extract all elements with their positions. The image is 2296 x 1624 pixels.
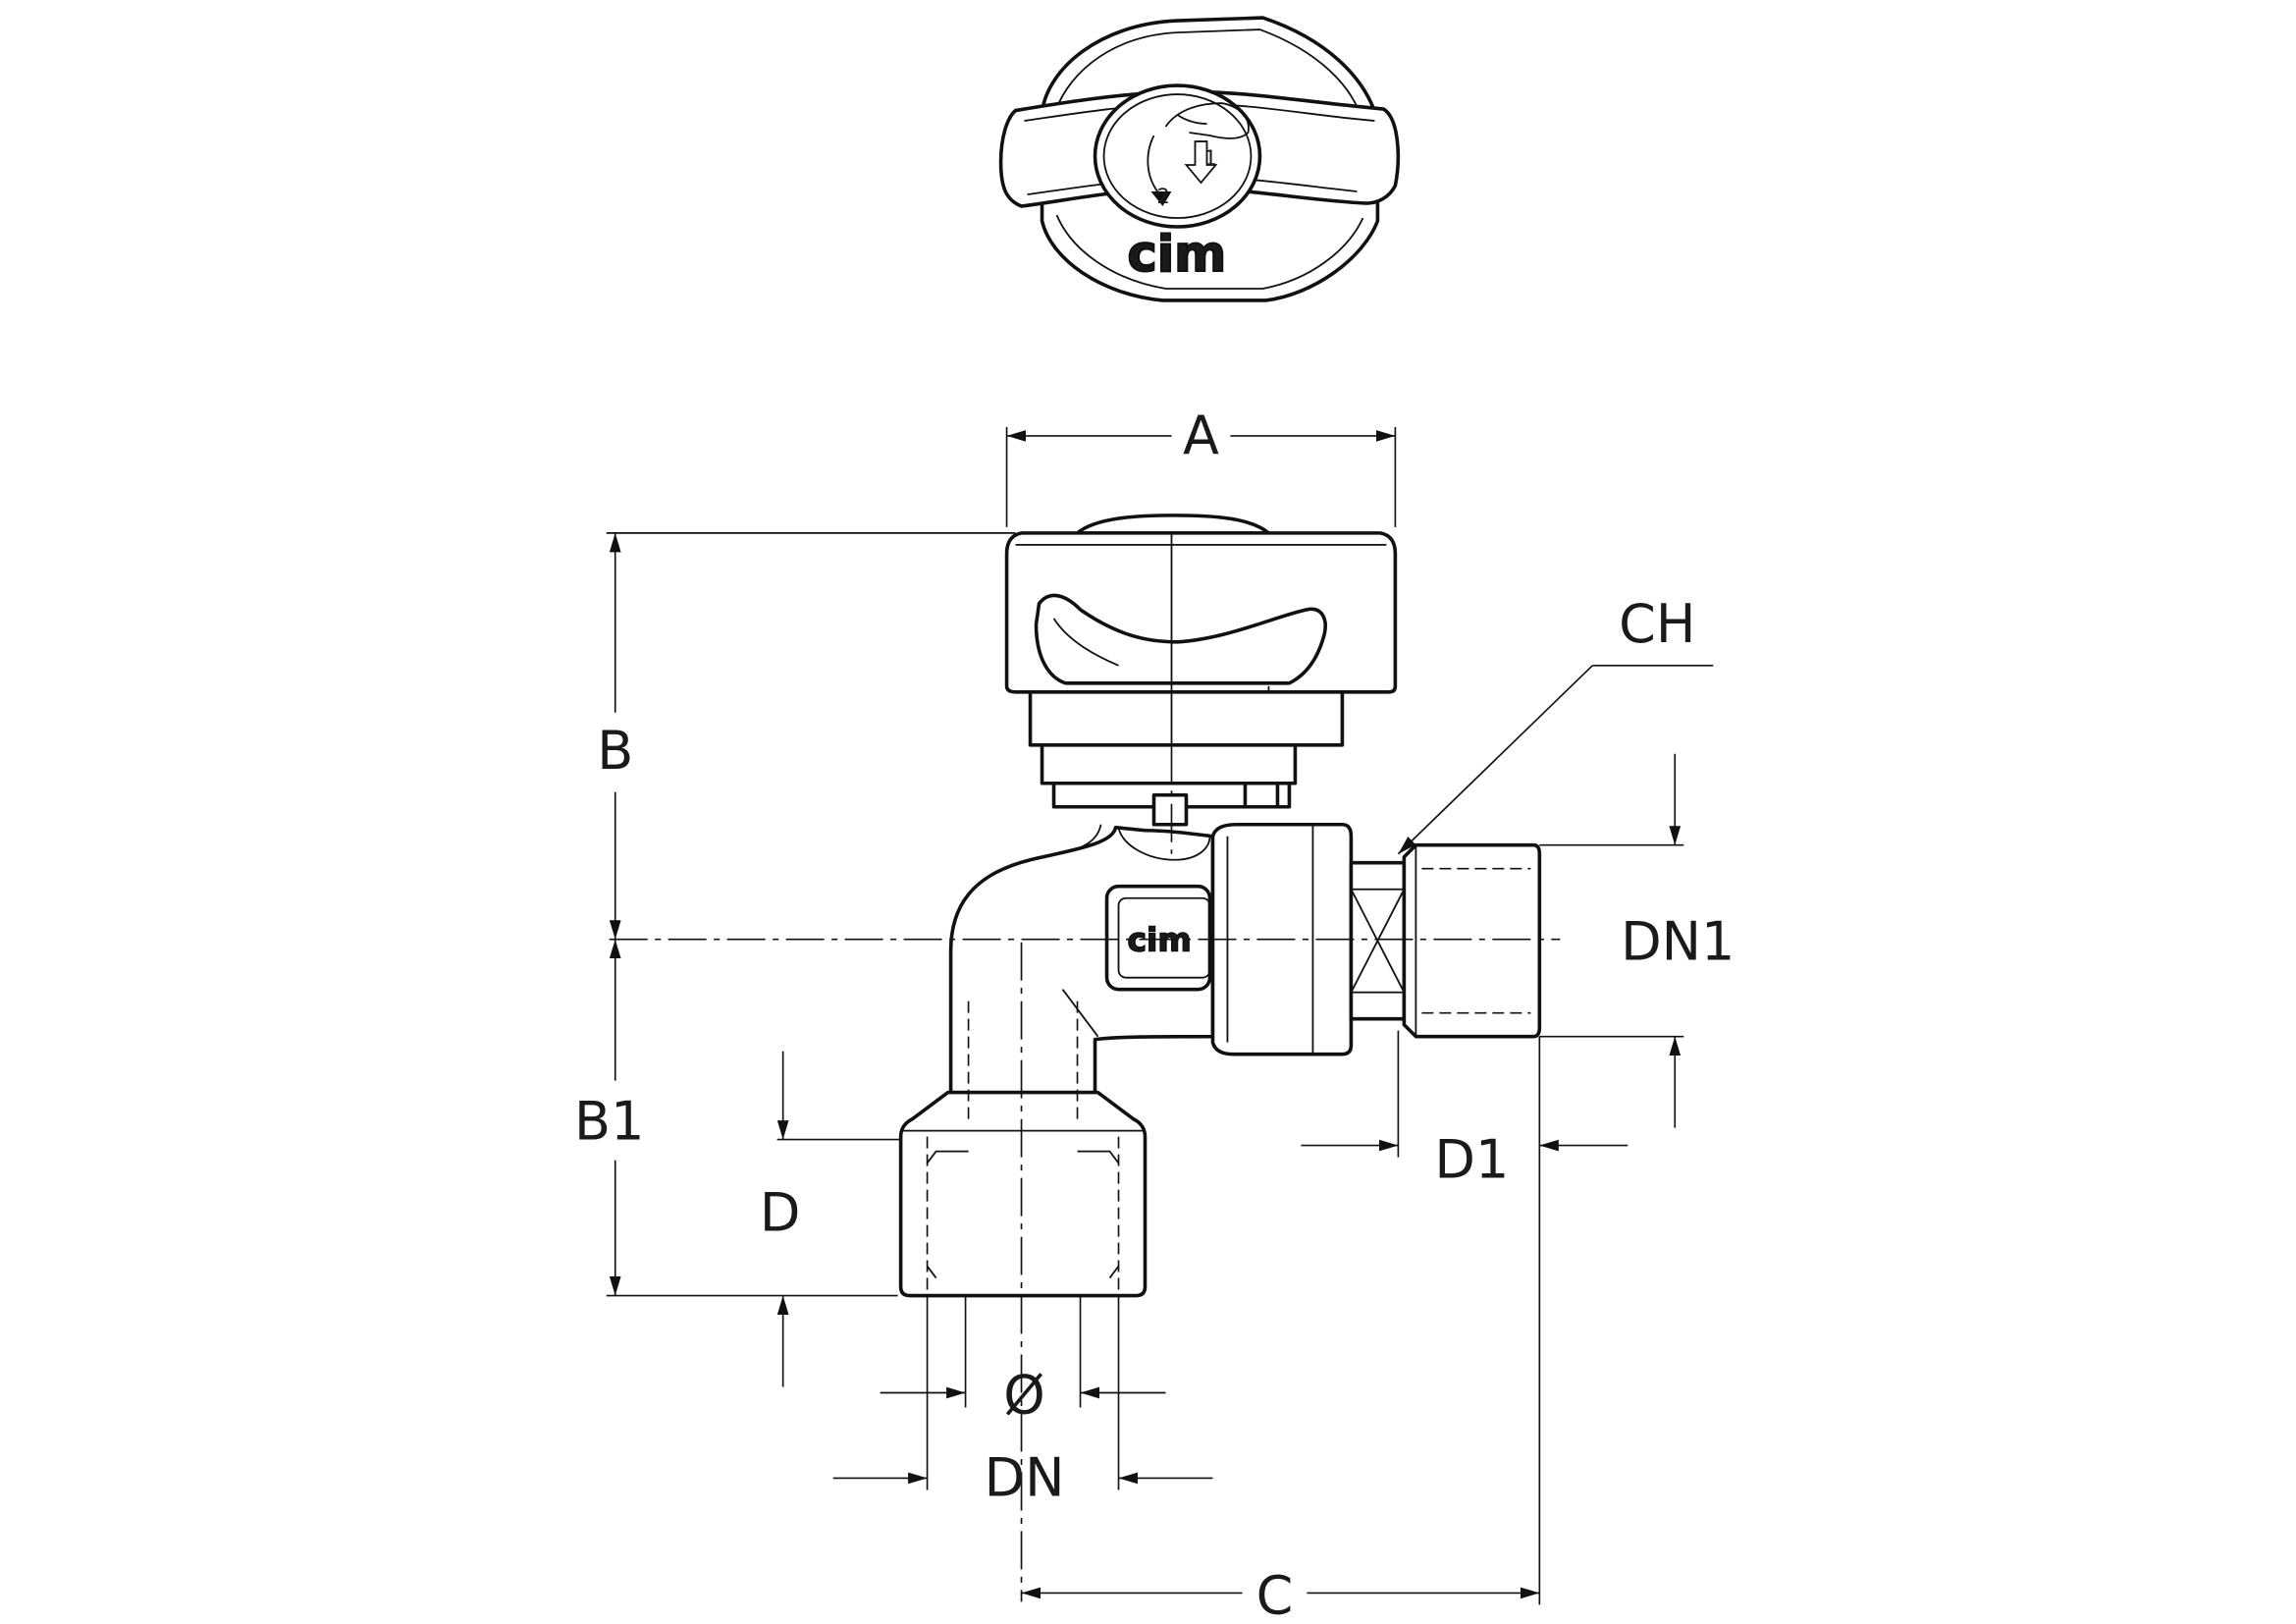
handle-head	[1004, 531, 1398, 694]
dim-label-d1: D1	[1434, 1129, 1509, 1191]
handle-skirt	[1028, 690, 1345, 747]
elbow-body	[948, 825, 1215, 1095]
handle-centre-boss	[1093, 83, 1262, 229]
male-thread-tail	[1402, 842, 1542, 1039]
female-socket	[898, 1090, 1148, 1298]
dim-label-b: B	[597, 720, 633, 782]
body-brand-logo: cim	[1128, 921, 1192, 959]
hand-rotation-icon	[1147, 102, 1250, 207]
dim-label-a: A	[1183, 405, 1219, 466]
stem-pin	[1151, 792, 1189, 827]
dim-label-b1: B1	[574, 1091, 644, 1153]
handle-dome	[1075, 514, 1271, 535]
step-1-label: 1	[1203, 146, 1216, 170]
front-view: cim	[898, 514, 1542, 1298]
step-2-label: 2	[1156, 185, 1169, 208]
handle-grip-recess	[1034, 593, 1327, 685]
dimension-labels: A B B1 CH DN1 D D1 Ø DN C	[574, 405, 1735, 1624]
dim-label-d: D	[760, 1182, 801, 1244]
dim-label-dn: DN	[985, 1446, 1065, 1508]
brand-logo: cim	[1128, 226, 1227, 284]
centre-lines	[609, 744, 1561, 1602]
dimension-lines	[606, 426, 1714, 1605]
dim-label-bore: Ø	[1003, 1364, 1044, 1426]
dim-label-dn1: DN1	[1621, 911, 1735, 973]
dim-label-c: C	[1256, 1564, 1294, 1624]
dim-label-ch: CH	[1619, 593, 1695, 655]
top-view: 1 2 cim	[998, 16, 1401, 302]
bonnet	[1040, 742, 1298, 785]
